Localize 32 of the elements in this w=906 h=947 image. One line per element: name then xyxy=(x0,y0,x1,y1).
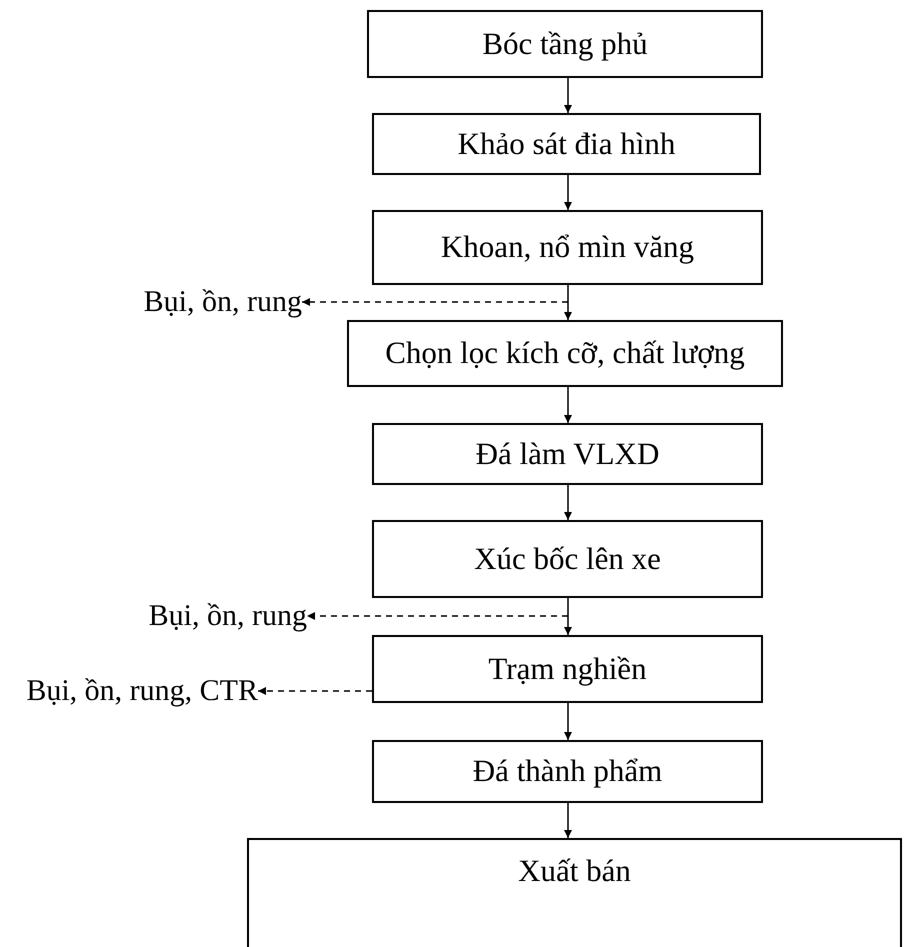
arrow xyxy=(564,285,572,320)
process-box xyxy=(372,520,763,598)
arrow xyxy=(564,485,572,520)
step-label: Đá thành phẩm xyxy=(472,752,662,790)
emission-label: Bụi, ồn, rung, CTR xyxy=(26,673,258,709)
emission-label: Bụi, ồn, rung xyxy=(144,284,302,320)
step-label: Đá làm VLXD xyxy=(476,434,660,473)
arrow xyxy=(564,703,572,740)
step-label: Khảo sát đia hình xyxy=(458,124,676,163)
step-label: Khoan, nổ mìn văng xyxy=(440,228,694,266)
dashed-arrow xyxy=(258,687,372,695)
step-label: Trạm nghiền xyxy=(488,650,647,688)
process-box xyxy=(372,423,763,485)
arrow xyxy=(564,175,572,210)
process-box xyxy=(372,740,763,803)
emission-label: Bụi, ồn, rung xyxy=(148,598,307,634)
process-box xyxy=(367,10,763,78)
process-box xyxy=(372,210,763,285)
process-box xyxy=(347,320,783,387)
arrow xyxy=(564,803,572,838)
step-label: Chọn lọc kích cỡ, chất lượng xyxy=(385,334,745,372)
process-box xyxy=(372,113,761,175)
process-box xyxy=(247,838,902,947)
step-label: Bóc tầng phủ xyxy=(482,24,648,63)
arrow xyxy=(564,78,572,113)
arrow xyxy=(564,598,572,635)
dashed-arrow xyxy=(307,612,568,620)
dashed-arrow xyxy=(302,298,568,306)
step-label: Xuất bán xyxy=(518,852,631,890)
arrow xyxy=(564,387,572,423)
process-box xyxy=(372,635,763,703)
step-label: Xúc bốc lên xe xyxy=(474,540,661,578)
